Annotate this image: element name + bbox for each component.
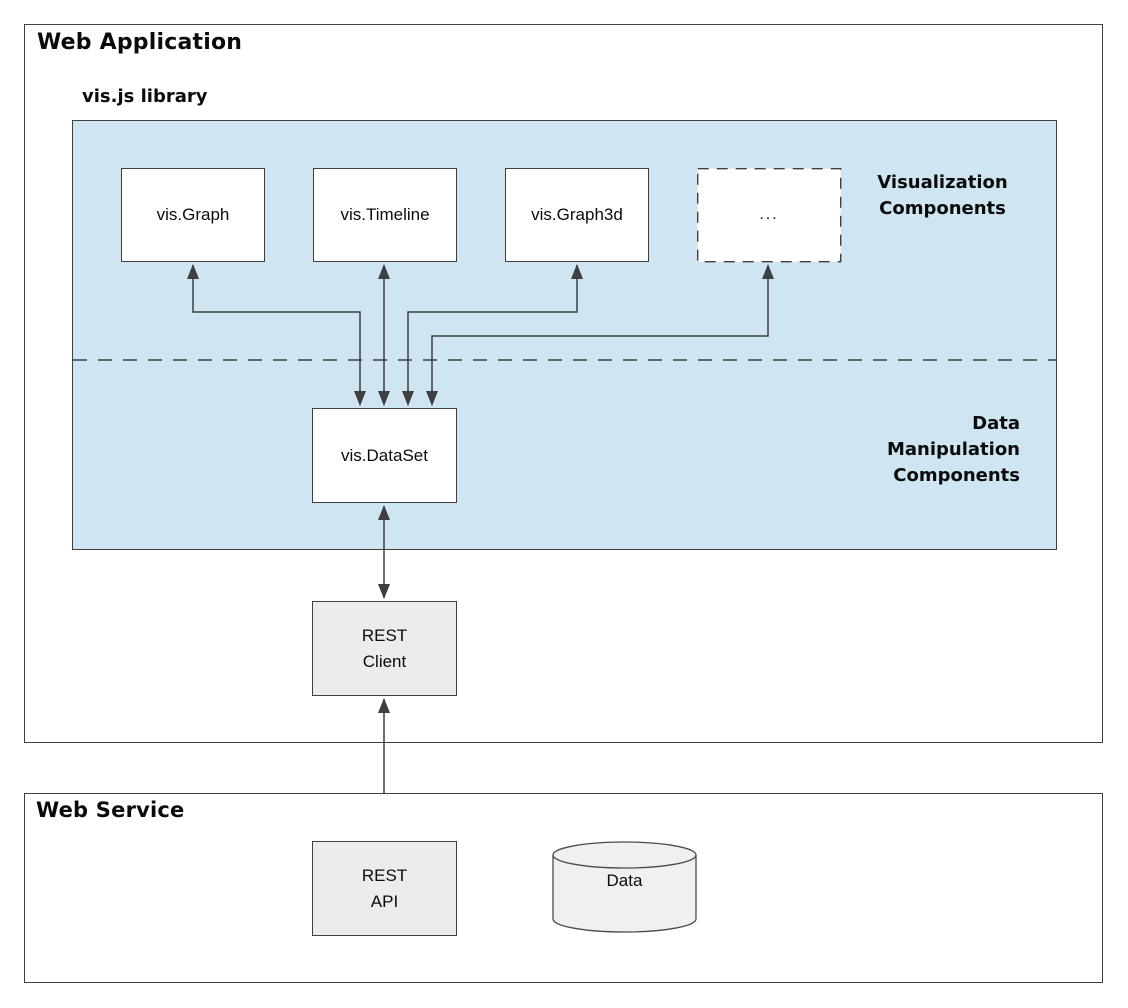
component-box-placeholder: ...: [699, 170, 839, 260]
web-service-title: Web Service: [36, 798, 185, 822]
web-application-title: Web Application: [37, 30, 243, 55]
dataset-label: vis.DataSet: [341, 445, 428, 465]
component-box-vis-timeline: vis.Timeline: [313, 168, 457, 262]
rest-client-box: REST Client: [312, 601, 457, 696]
component-label-vis-timeline: vis.Timeline: [340, 205, 430, 224]
data-store-cylinder: Data: [552, 841, 697, 933]
component-box-vis-graph3d: vis.Graph3d: [505, 168, 649, 262]
dataset-box: vis.DataSet: [312, 408, 457, 503]
data-manipulation-components-label: Data Manipulation Components: [886, 413, 1020, 486]
component-label-vis-graph: vis.Graph: [156, 205, 230, 224]
data-store-label: Data: [606, 871, 643, 890]
component-box-vis-graph: vis.Graph: [121, 168, 265, 262]
component-label-placeholder: ...: [759, 206, 779, 223]
visjs-library-title: vis.js library: [82, 86, 208, 107]
rest-api-box: REST API: [312, 841, 457, 936]
visualization-components-label: Visualization Components: [877, 172, 1008, 219]
cylinder-shape: [552, 841, 697, 933]
component-label-vis-graph3d: vis.Graph3d: [531, 205, 623, 224]
rest-client-label: REST Client: [361, 625, 408, 671]
rest-api-label: REST API: [361, 865, 408, 911]
